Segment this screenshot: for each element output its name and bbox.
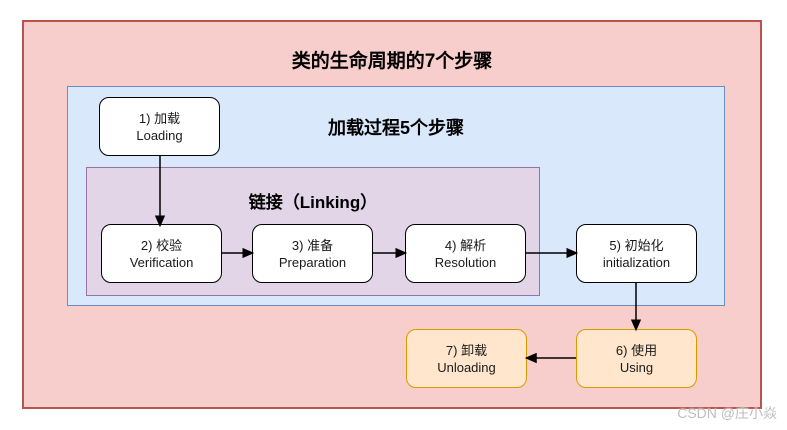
node-unloading-label-en: Unloading	[437, 359, 496, 375]
node-using: 6) 使用 Using	[576, 329, 697, 388]
node-loading: 1) 加载 Loading	[99, 97, 220, 156]
node-resolution-label-zh: 4) 解析	[444, 237, 487, 253]
node-preparation-label-en: Preparation	[278, 254, 347, 270]
node-using-label-zh: 6) 使用	[615, 342, 658, 358]
node-loading-label-zh: 1) 加载	[138, 110, 181, 126]
node-preparation-label-zh: 3) 准备	[291, 237, 334, 253]
node-using-label-en: Using	[619, 359, 654, 375]
linking-title: 链接（Linking）	[248, 193, 378, 212]
node-verification: 2) 校验 Verification	[101, 224, 222, 283]
csdn-watermark: CSDN @庄小焱	[677, 405, 777, 421]
node-unloading: 7) 卸载 Unloading	[406, 329, 527, 388]
node-verification-label-en: Verification	[129, 254, 194, 270]
lifecycle-title: 类的生命周期的7个步骤	[291, 51, 493, 72]
node-resolution: 4) 解析 Resolution	[405, 224, 526, 283]
loading-process-title: 加载过程5个步骤	[327, 118, 464, 138]
node-verification-label-zh: 2) 校验	[140, 237, 183, 253]
node-preparation: 3) 准备 Preparation	[252, 224, 373, 283]
node-unloading-label-zh: 7) 卸载	[445, 342, 488, 358]
node-initialization-label-en: initialization	[602, 254, 671, 270]
node-resolution-label-en: Resolution	[434, 254, 497, 270]
node-loading-label-en: Loading	[136, 127, 183, 143]
node-initialization-label-zh: 5) 初始化	[609, 237, 664, 253]
node-initialization: 5) 初始化 initialization	[576, 224, 697, 283]
